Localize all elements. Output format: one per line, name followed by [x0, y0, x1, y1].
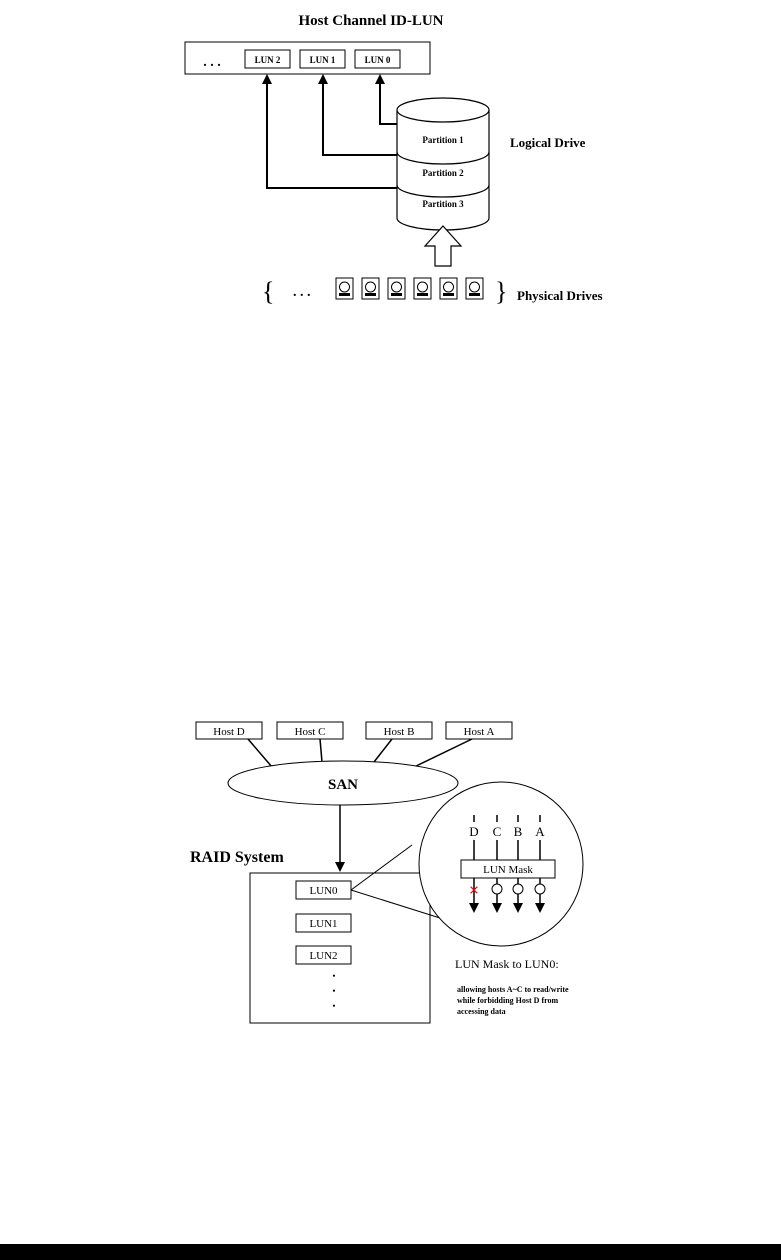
mask-note-line-3: accessing data — [457, 1007, 506, 1016]
right-brace: } — [495, 277, 507, 306]
host-d-box — [195, 721, 263, 740]
host-san-links — [247, 738, 473, 769]
raid-system-label: RAID System — [190, 849, 284, 866]
lun-mask-diagram: Host D Host C Host B Host A SAN RAID Sys… — [190, 721, 584, 1024]
lun-dot: • — [332, 971, 335, 981]
arrowhead-lun0 — [375, 74, 385, 84]
physical-ellipsis: . . . — [293, 285, 311, 300]
lun0-label: LUN 0 — [365, 55, 391, 65]
physical-drives-label: Physical Drives — [517, 288, 603, 303]
lun-mapping-diagram: Host Channel ID-LUN . . . LUN 2 LUN 1 LU… — [184, 13, 603, 306]
arrowhead-lun1 — [318, 74, 328, 84]
san-cloud — [227, 760, 459, 806]
mask-host-a-label: A — [535, 824, 545, 839]
physical-drive-icons — [335, 277, 484, 300]
left-brace: { — [262, 277, 274, 306]
logical-drive-label: Logical Drive — [510, 135, 586, 150]
host-channel-title: Host Channel ID-LUN — [298, 13, 443, 29]
partition2-label: Partition 2 — [422, 168, 464, 178]
lun1-label: LUN1 — [309, 918, 337, 930]
lun-mask-label: LUN Mask — [483, 864, 533, 876]
host-c-box — [276, 721, 344, 740]
lun0-label: LUN0 — [309, 885, 338, 897]
mask-host-stubs — [473, 815, 541, 860]
disk-icon — [413, 277, 432, 300]
host-c-label: Host C — [295, 726, 326, 738]
host-channel-ellipsis: . . . — [203, 55, 221, 70]
lun0-box — [354, 49, 401, 69]
lun-mask-box — [460, 859, 556, 879]
mask-note-line-1: allowing hosts A~C to read/write — [457, 985, 569, 994]
mask-output-arrowheads — [469, 903, 545, 913]
host-a-box — [445, 721, 513, 740]
arrowhead-lun2 — [262, 74, 272, 84]
disk-icon — [439, 277, 458, 300]
mask-note-line-2: while forbidding Host D from — [457, 996, 559, 1005]
host-b-box — [365, 721, 433, 740]
logical-drive-cylinder — [396, 97, 490, 231]
host-b-label: Host B — [384, 726, 415, 738]
lun2-label: LUN 2 — [255, 55, 281, 65]
partition3-label: Partition 3 — [422, 199, 464, 209]
mapping-arrows — [266, 82, 397, 189]
mask-title: LUN Mask to LUN0: — [455, 957, 559, 971]
mask-host-d-label: D — [469, 824, 478, 839]
mask-host-c-label: C — [493, 824, 502, 839]
lun2-box — [244, 49, 291, 69]
san-raid-arrowhead — [335, 862, 345, 872]
mask-host-b-label: B — [514, 824, 523, 839]
hollow-up-arrow — [423, 225, 463, 267]
deny-x-mark-icon: × — [469, 880, 479, 900]
allow-circle-a — [534, 883, 546, 895]
mask-allow-circles — [491, 883, 546, 895]
mapping-arrowheads — [262, 74, 385, 84]
allow-circle-c — [491, 883, 503, 895]
lun2-label: LUN2 — [309, 950, 337, 962]
lun1-label: LUN 1 — [310, 55, 336, 65]
disk-icon — [465, 277, 484, 300]
disk-icon — [361, 277, 380, 300]
host-d-label: Host D — [213, 726, 245, 738]
partition1-label: Partition 1 — [422, 135, 464, 145]
lun1-box — [299, 49, 346, 69]
disk-icon — [387, 277, 406, 300]
lun-dot: • — [332, 1001, 335, 1011]
lun1-box — [295, 913, 352, 933]
lun-dot: • — [332, 986, 335, 996]
san-label: SAN — [328, 777, 358, 793]
page-bottom-bar — [0, 1244, 781, 1260]
allow-circle-b — [512, 883, 524, 895]
callout-lines — [350, 844, 441, 919]
lun2-box — [295, 945, 352, 965]
disk-icon — [335, 277, 354, 300]
host-a-label: Host A — [464, 726, 495, 738]
